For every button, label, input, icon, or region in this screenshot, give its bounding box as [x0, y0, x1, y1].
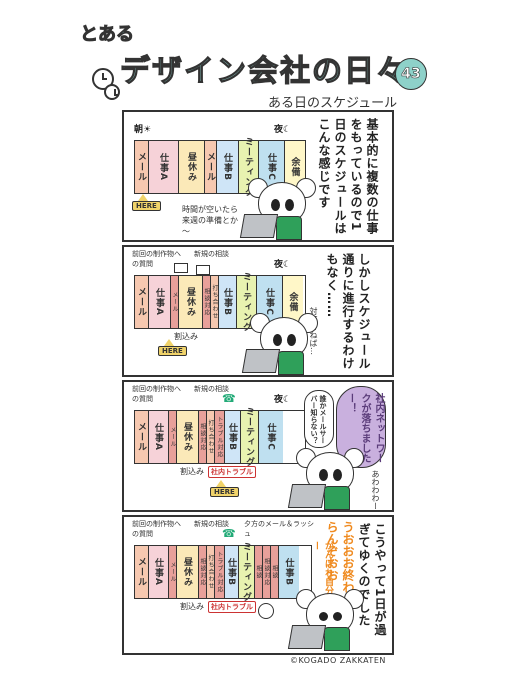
- morning-label: 朝☀: [134, 125, 152, 135]
- schedule-bar: メール 仕事A 昼休み メール 仕事B ミーティング 仕事C 余備: [134, 137, 306, 197]
- interrupt-label: 割込み: [174, 332, 198, 341]
- schedule-bar: メール 仕事A メール 昼休み 相談対応 打ち合わせ トラブル対応 仕事B ミー…: [134, 407, 306, 467]
- character-koala: [241, 313, 318, 375]
- panel4-shout-2: がんばれ自分ー: [311, 541, 333, 595]
- schedule-bar: メール 仕事A メール 昼休み 相談対応 打ち合わせ トラブル対応 仕事B ミー…: [134, 542, 312, 602]
- comic-panel-3: 前回の制作物への質問 新規の相談 ☎ 夜☾ メール 仕事A メール 昼休み 相談…: [122, 380, 394, 512]
- block-lunch: 昼休み: [179, 141, 205, 193]
- character-koala: [239, 178, 316, 240]
- character-koala: [287, 589, 364, 651]
- laptop-icon: [287, 625, 327, 649]
- title-prefix: とある: [80, 24, 135, 46]
- request-new: 新規の相談: [194, 250, 229, 258]
- comic-panel-4: 前回の制作物への質問 新規の相談 夕方のメール＆ラッシュ ☎ メール 仕事A メ…: [122, 515, 394, 655]
- mail-icon: [174, 263, 188, 273]
- here-marker: HERE: [158, 346, 187, 356]
- panel2-narration: しかしスケジュール通りに進行するわけもなく……: [325, 253, 371, 370]
- laptop-icon: [241, 349, 281, 373]
- interrupt-label: 割込み: [180, 602, 204, 611]
- panel4-shout: うおおお終わらんぞおお: [325, 521, 355, 593]
- here-arrow-icon: [216, 480, 226, 487]
- character-koala: [287, 448, 364, 510]
- title-main: デザイン会社の日々: [119, 53, 408, 89]
- trouble-badge: 社内トラブル: [208, 601, 256, 613]
- title-block: とある デザイン会社の日々 43: [80, 20, 427, 100]
- episode-badge: 43: [395, 58, 427, 90]
- block-task-b: 仕事B: [217, 141, 239, 193]
- panel1-note: 時間が空いたら来週の準備とか～: [182, 205, 238, 236]
- copyright: ©KOGADO ZAKKATEN: [290, 656, 386, 665]
- comic-panel-2: 前回の制作物への質問 新規の相談 夜☾ メール 仕事A メール 昼休み 相談対応…: [122, 245, 394, 377]
- trouble-badge: 社内トラブル: [208, 466, 256, 478]
- laptop-icon: [239, 214, 279, 238]
- block-task-a: 仕事A: [149, 141, 179, 193]
- request-question: 前回の制作物への質問: [132, 385, 181, 403]
- panel3-note: あわわわー: [371, 470, 380, 510]
- block-mail: メール: [135, 141, 149, 193]
- here-marker: HERE: [210, 487, 239, 497]
- mail-icon: [196, 265, 210, 275]
- subtitle: ある日のスケジュール: [268, 96, 398, 111]
- block-mail-2: メール: [205, 141, 217, 193]
- sad-face-icon: [258, 603, 274, 619]
- speech-bubble: 誰かメールサーバー知らない？: [304, 390, 334, 448]
- night-label: 夜☾: [274, 395, 292, 405]
- here-marker: HERE: [132, 201, 161, 211]
- phone-icon: ☎: [222, 527, 236, 540]
- night-label: 夜☾: [274, 260, 292, 270]
- request-new: 新規の相談: [194, 520, 229, 528]
- request-question: 前回の制作物への質問: [132, 250, 181, 268]
- panel4-narration: こうやって1日が過ぎてゆくのでした: [357, 523, 387, 637]
- night-label: 夜☾: [274, 125, 292, 135]
- request-new: 新規の相談: [194, 385, 229, 393]
- request-question: 前回の制作物への質問: [132, 520, 181, 538]
- laptop-icon: [287, 484, 327, 508]
- block-interrupt: メール: [171, 276, 179, 328]
- panel1-narration: 基本的に複数の仕事をもっているので1日のスケジュールはこんな感じです: [317, 118, 379, 235]
- here-arrow-icon: [138, 194, 148, 201]
- here-arrow-icon: [164, 339, 174, 346]
- request-evening: 夕方のメール＆ラッシュ: [244, 520, 314, 538]
- interrupt-label: 割込み: [180, 467, 204, 476]
- comic-panel-1: 朝☀ 夜☾ メール 仕事A 昼休み メール 仕事B ミーティング 仕事C 余備 …: [122, 110, 394, 242]
- clock-icon-small: [104, 84, 120, 100]
- phone-icon: ☎: [222, 392, 236, 405]
